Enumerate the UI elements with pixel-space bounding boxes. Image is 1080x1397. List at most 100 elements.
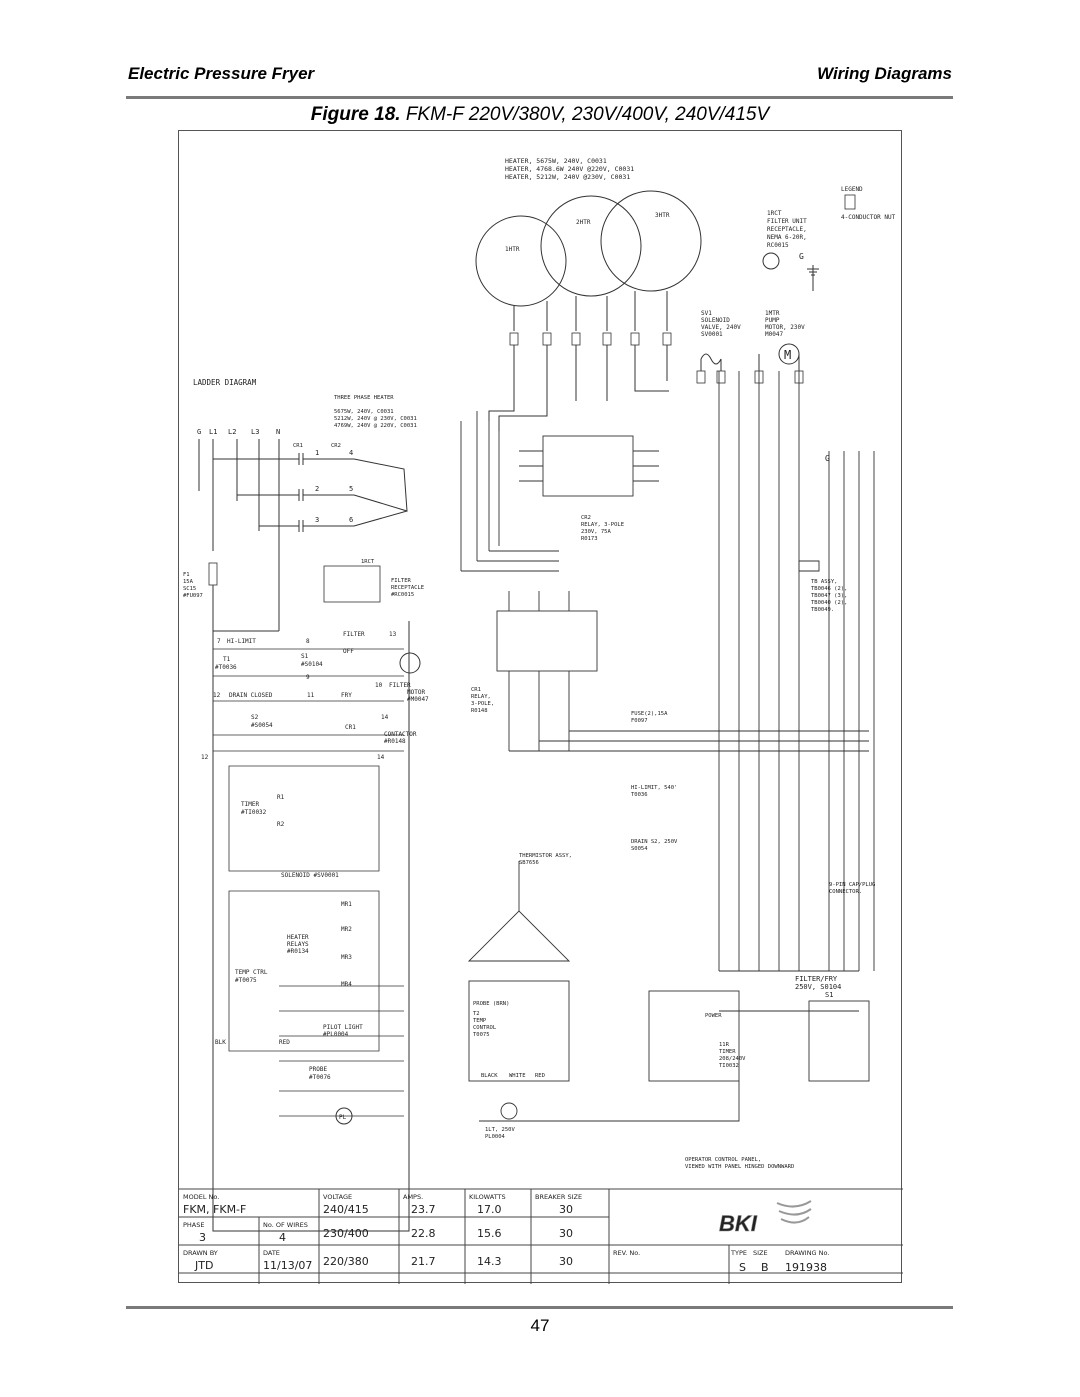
lw-7: 7: [217, 638, 221, 645]
tb-drawing: 191938: [785, 1261, 827, 1274]
tb-r1-v: 230/400: [323, 1227, 369, 1240]
li-tim1: #TI0032: [241, 809, 267, 816]
lw-11: 11: [307, 692, 315, 699]
op-1: VIEWED WITH PANEL HINGED DOWNWARD: [685, 1164, 794, 1170]
ff-1: 250V, S0104: [795, 983, 841, 991]
page-number: 47: [530, 1316, 550, 1335]
tp-2: 5212W, 240V @ 230V, C0031: [334, 416, 417, 422]
wn-2: 2: [315, 485, 319, 493]
li-hilimit: HI-LIMIT: [227, 638, 256, 645]
rct-small: 1RCT: [361, 559, 375, 565]
li-drain: DRAIN CLOSED: [229, 692, 273, 699]
li-r2: R2: [277, 821, 285, 828]
tb-phase-label: PHASE: [183, 1221, 205, 1229]
li-pr1: #T0076: [309, 1074, 331, 1081]
tb-rev-label: REV. No.: [613, 1249, 640, 1257]
rctn-0: FILTER: [391, 578, 412, 584]
sv-3: SV0001: [701, 331, 723, 338]
ll-n: N: [276, 428, 280, 436]
heater-note-2: HEATER, 4768.6W 240V @220V, C0031: [505, 165, 634, 173]
tp-3: 4769W, 240V @ 220V, C0031: [334, 423, 417, 429]
heater-1htr: [475, 215, 567, 307]
li-t1: T1: [223, 656, 231, 663]
tb-r2-a: 21.7: [411, 1255, 436, 1268]
tb-r0-k: 17.0: [477, 1203, 502, 1216]
li-cont0: CONTACTOR: [384, 731, 417, 738]
ll-l3: L3: [251, 428, 259, 436]
tb-0: TB ASSY,: [811, 579, 838, 585]
heater-label-2: 2HTR: [576, 219, 591, 226]
ff-2: S1: [825, 991, 833, 999]
sv-0: SV1: [701, 310, 712, 317]
cr1-relay: [496, 610, 598, 672]
li-pl0: PILOT LIGHT: [323, 1024, 363, 1031]
ff-0: FILTER/FRY: [795, 975, 838, 983]
cr2-3: R0173: [581, 536, 598, 542]
pm-2: MOTOR, 230V: [765, 324, 805, 331]
tc-3: CONTROL: [473, 1025, 497, 1031]
fuse-0: F1: [183, 572, 190, 578]
lw-8: 8: [306, 638, 310, 645]
cr1-3: R0148: [471, 708, 488, 714]
ground-icon: [807, 265, 819, 291]
tb-date-label: DATE: [263, 1249, 280, 1257]
tb-r2-v: 220/380: [323, 1255, 369, 1268]
lw-12a: 12: [213, 692, 221, 699]
t11-2: 208/240V: [719, 1056, 746, 1062]
cr1-label: CR1: [293, 443, 303, 449]
lw-9: 9: [306, 674, 310, 681]
tb-size: B: [761, 1261, 769, 1274]
tlt-0: 1LT, 250V: [485, 1127, 515, 1133]
li-off: OFF: [343, 648, 354, 655]
timer-box: [648, 990, 740, 1082]
pm-0: 1MTR: [765, 310, 780, 317]
sv-1: SOLENOID: [701, 317, 730, 324]
tb-r1-a: 22.8: [411, 1227, 436, 1240]
op-0: OPERATOR CONTROL PANEL,: [685, 1157, 761, 1163]
legend-nut-icon: [844, 194, 856, 210]
li-blk: BLK: [215, 1039, 226, 1046]
tb-drawn: JTD: [194, 1259, 213, 1272]
header-rule: [126, 96, 953, 99]
lw-10: 10: [375, 682, 383, 689]
pc-2: RED: [535, 1073, 545, 1079]
tc-1: T2: [473, 1011, 480, 1017]
tb-drawing-label: DRAWING No.: [785, 1249, 829, 1257]
tb-r2-k: 14.3: [477, 1255, 502, 1268]
li-fm0: FILTER: [389, 682, 411, 689]
li-pl1: #PL0004: [323, 1031, 349, 1038]
tb-model: FKM, FKM-F: [183, 1203, 246, 1216]
tb-type-label: TYPE: [730, 1249, 747, 1257]
header-right: Wiring Diagrams: [817, 64, 952, 83]
rctn-2: #RC0015: [391, 592, 414, 598]
lw-14b: 14: [377, 754, 385, 761]
li-hr1: RELAYS: [287, 941, 309, 948]
heater-3htr: [600, 190, 702, 292]
li-tim0: TIMER: [241, 801, 259, 808]
tb-r0-b: 30: [559, 1203, 573, 1216]
th-1: SB7656: [519, 860, 539, 866]
li-t1n: #T0036: [215, 664, 237, 671]
li-mr2: MR2: [341, 926, 352, 933]
li-tc1: #T0075: [235, 977, 257, 984]
li-red: RED: [279, 1039, 290, 1046]
li-s2n: #S0054: [251, 722, 273, 729]
wiring-diagram: HEATER, 5675W, 240V, C0031 HEATER, 4768.…: [179, 157, 903, 1284]
tc-0: PROBE (BRN): [473, 1001, 509, 1007]
tp-1: 5675W, 240V, C0031: [334, 409, 394, 415]
header-left: Electric Pressure Fryer: [128, 64, 315, 83]
li-pl: PL: [339, 1114, 347, 1121]
tb-wires: 4: [279, 1231, 286, 1244]
tb-kw-label: KILOWATTS: [469, 1193, 506, 1201]
hl-1: T0036: [631, 792, 648, 798]
rct-label-4: RC0015: [767, 242, 789, 249]
tlt-1: PL0004: [485, 1134, 506, 1140]
tb-drawn-label: DRAWN BY: [183, 1249, 218, 1257]
tlt-light-icon: [500, 1102, 518, 1120]
t11-0: 11R: [719, 1042, 730, 1048]
temp-control-box: [468, 980, 570, 1082]
tb-size-label: SIZE: [753, 1249, 768, 1257]
tc-2: TEMP: [473, 1018, 487, 1024]
filter-receptacle-box: [323, 565, 381, 603]
li-cont1: #R0148: [384, 738, 406, 745]
